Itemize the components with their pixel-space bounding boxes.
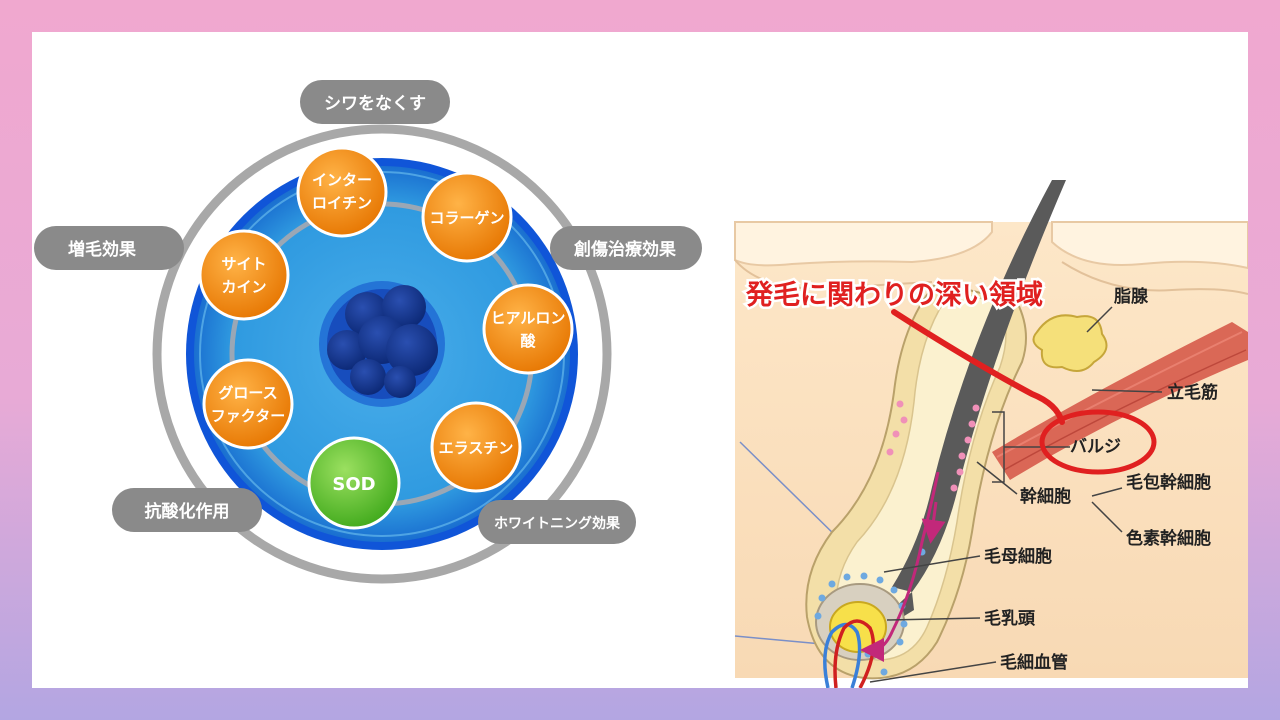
- highlight-label: 発毛に関わりの深い領域: [745, 279, 1043, 311]
- label-bulge: バルジ: [1070, 437, 1121, 457]
- figure-canvas: シワをなくす 増毛効果 創傷治療効果 抗酸化作用 ホワイトニング効果 インター …: [34, 80, 1248, 688]
- component-sod: SOD: [307, 436, 401, 530]
- component-hyaluronic: ヒアルロン 酸: [482, 283, 574, 375]
- label-stem-cell: 幹細胞: [1020, 486, 1071, 507]
- component-label: ロイチン: [312, 194, 372, 212]
- component-label: 酸: [520, 332, 536, 350]
- component-interleukin: インター ロイチン: [296, 146, 388, 238]
- component-label: エラスチン: [439, 439, 514, 457]
- content-panel: シワをなくす 増毛効果 創傷治療効果 抗酸化作用 ホワイトニング効果 インター …: [32, 32, 1248, 688]
- label-dermal-papilla: 毛乳頭: [984, 608, 1036, 629]
- effect-pill-hair: 増毛効果: [34, 226, 184, 270]
- component-label: グロース: [218, 384, 277, 402]
- label-matrix-cell: 毛母細胞: [984, 546, 1052, 567]
- component-collagen: コラーゲン: [421, 171, 513, 263]
- right-diagram: 発毛に関わりの深い領域 脂腺 立毛筋 バルジ 幹細胞 毛包幹細胞 色素幹細胞 毛…: [734, 180, 1248, 688]
- component-label: ファクター: [211, 407, 285, 425]
- bulge-highlight-circle: [1039, 409, 1157, 475]
- label-arrector-muscle: 立毛筋: [1167, 382, 1218, 403]
- component-label: インター: [312, 171, 372, 189]
- component-label: ヒアルロン: [491, 309, 566, 327]
- effect-label: 創傷治療効果: [573, 239, 676, 260]
- label-sebaceous: 脂腺: [1114, 286, 1149, 307]
- component-label: コラーゲン: [429, 209, 504, 227]
- label-follicle-stem-cell: 毛包幹細胞: [1126, 472, 1211, 493]
- component-growth-factor: グロース ファクター: [202, 358, 294, 450]
- component-elastin: エラスチン: [430, 401, 522, 493]
- effect-label: シワをなくす: [324, 94, 426, 114]
- highlight-pointer: [891, 309, 1065, 425]
- label-capillary: 毛細血管: [1000, 652, 1068, 673]
- label-pigment-stem-cell: 色素幹細胞: [1126, 528, 1211, 549]
- component-label: SOD: [332, 474, 375, 495]
- effect-pill-wound: 創傷治療効果: [550, 226, 702, 270]
- left-diagram: シワをなくす 増毛効果 創傷治療効果 抗酸化作用 ホワイトニング効果 インター …: [34, 80, 702, 584]
- effect-pill-whitening: ホワイトニング効果: [478, 500, 636, 544]
- stem-cell-cluster: [319, 281, 445, 407]
- migration-arrow: [860, 471, 940, 662]
- effect-label: 増毛効果: [68, 239, 136, 260]
- effect-label: ホワイトニング効果: [494, 515, 621, 532]
- component-cytokine: サイト カイン: [198, 229, 290, 321]
- component-label: カイン: [221, 278, 266, 296]
- outer-ring: [152, 124, 612, 584]
- effect-pill-antiox: 抗酸化作用: [112, 488, 262, 532]
- sebaceous-gland: [1032, 314, 1108, 372]
- component-label: サイト: [221, 255, 266, 273]
- effect-label: 抗酸化作用: [145, 501, 230, 522]
- effect-pill-wrinkle: シワをなくす: [300, 80, 450, 124]
- stem-cells: [886, 400, 980, 492]
